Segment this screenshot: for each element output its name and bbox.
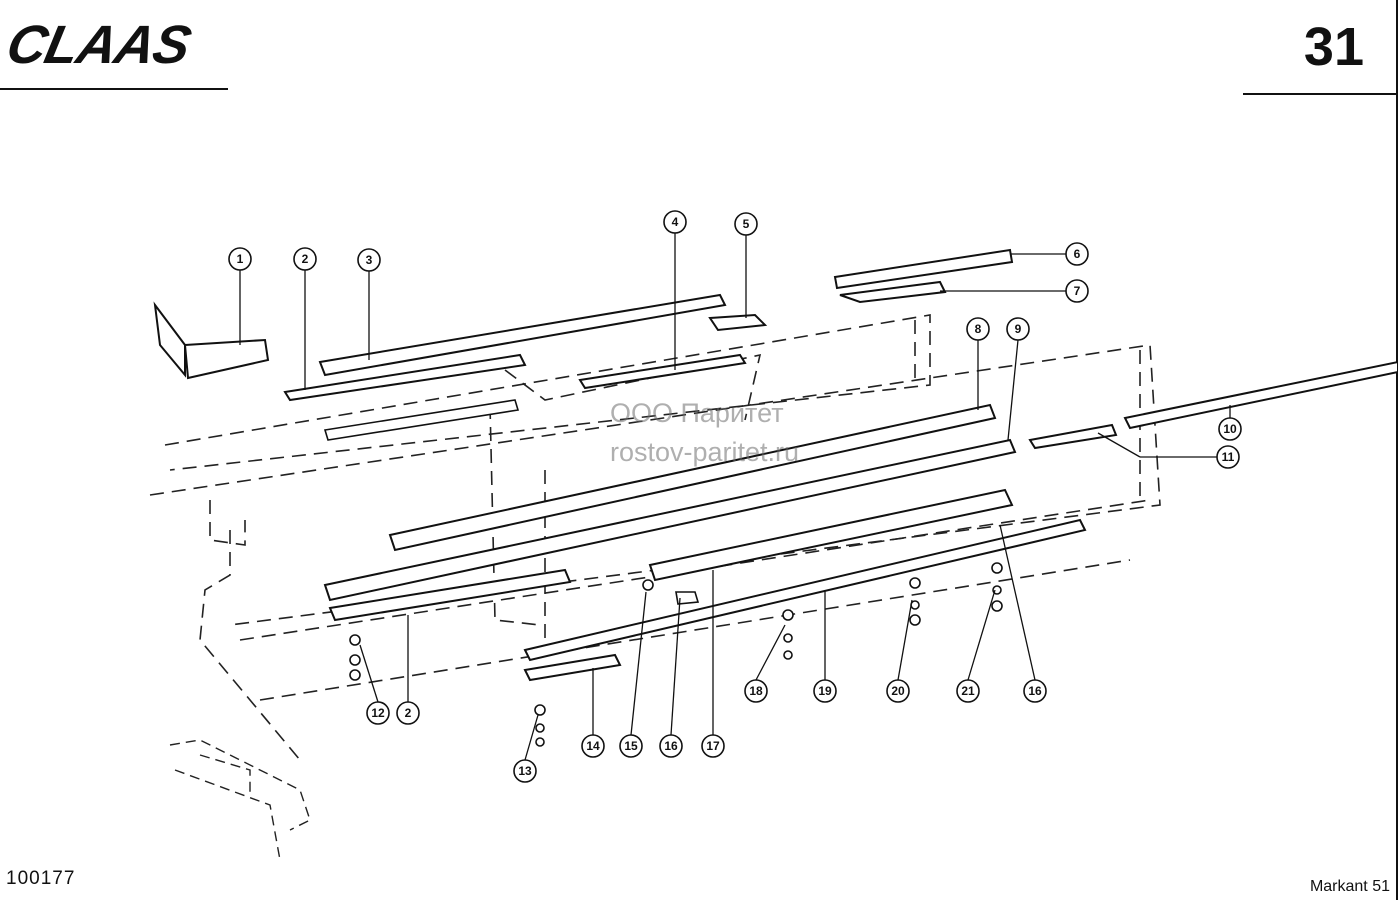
part-4-strip [578,353,747,390]
page-number: 31 [1303,17,1364,77]
part-17-rail [648,488,1014,582]
fasteners [349,562,1003,747]
part-strip-phantom [323,399,520,441]
part-7-plate [839,280,947,304]
part-2-strip-lower [328,568,572,622]
callout-circle-12 [366,701,390,725]
header-rule-right [1243,93,1398,95]
callout-circle-19 [813,679,837,703]
part-3-rail [318,293,727,377]
callout-label: 13 [518,764,532,778]
part-6-rail [833,248,1014,290]
callout-label: 6 [1074,247,1081,261]
leader-lines [239,233,1231,761]
right-border [1396,0,1398,900]
callout-circle-5 [734,212,758,236]
callout-label: 8 [975,322,982,336]
callout-circle-7 [1065,279,1089,303]
watermark-company: ООО Паритет [610,398,784,428]
callout-label: 18 [749,684,763,698]
document-number: 100177 [6,868,76,889]
callout-labels: 1 2 3 4 5 6 7 8 9 10 11 12 2 13 14 15 16… [237,215,1237,778]
part-8-rail [388,403,997,552]
callout-circle-18 [744,679,768,703]
callout-label: 10 [1223,422,1237,436]
callout-label: 15 [624,739,638,753]
callout-circle-9 [1006,317,1030,341]
callout-label: 4 [672,215,679,229]
part-10-bar [1123,360,1398,430]
part-2-strip-upper [283,353,527,402]
callout-circle-16a [659,734,683,758]
callout-label: 16 [664,739,678,753]
callout-circle-21 [956,679,980,703]
callout-label: 14 [586,739,600,753]
callout-circle-2b [396,701,420,725]
callout-label: 1 [237,252,244,266]
callout-circle-8 [966,317,990,341]
watermark-site: rostov-paritet.ru [610,437,800,467]
callout-circle-15 [619,734,643,758]
callout-circles [228,210,1242,783]
callout-circle-11 [1216,445,1240,469]
callout-circle-17 [701,734,725,758]
part-9-rail [323,438,1017,602]
callout-label: 11 [1222,450,1235,464]
part-11-strip [1028,423,1118,450]
callout-label: 9 [1015,322,1022,336]
callout-label: 7 [1074,284,1081,298]
part-5-plate [708,313,768,332]
part-1-bracket [153,301,270,380]
callout-label: 20 [891,684,905,698]
callout-circle-16b [1023,679,1047,703]
callout-label: 2 [302,252,309,266]
callout-circle-20 [886,679,910,703]
part-14-plate [523,653,622,682]
callout-label: 3 [366,253,373,267]
callout-circle-13 [513,759,537,783]
callout-circle-1 [228,247,252,271]
model-name: Markant 51 [1309,878,1390,895]
callout-label: 5 [743,217,750,231]
callout-label: 17 [706,739,720,753]
callout-circle-10 [1218,417,1242,441]
callout-label: 19 [818,684,832,698]
callout-label: 16 [1028,684,1042,698]
callout-circle-6 [1065,242,1089,266]
callout-circle-4 [663,210,687,234]
frame-leg [169,739,311,861]
callout-circle-3 [357,248,381,272]
callout-circle-2a [293,247,317,271]
callout-label: 12 [371,706,385,720]
callout-label: 21 [961,684,975,698]
header-rule-left [0,88,228,90]
callout-circle-14 [581,734,605,758]
part-19-strip [523,518,1087,662]
callout-label: 2 [405,706,412,720]
